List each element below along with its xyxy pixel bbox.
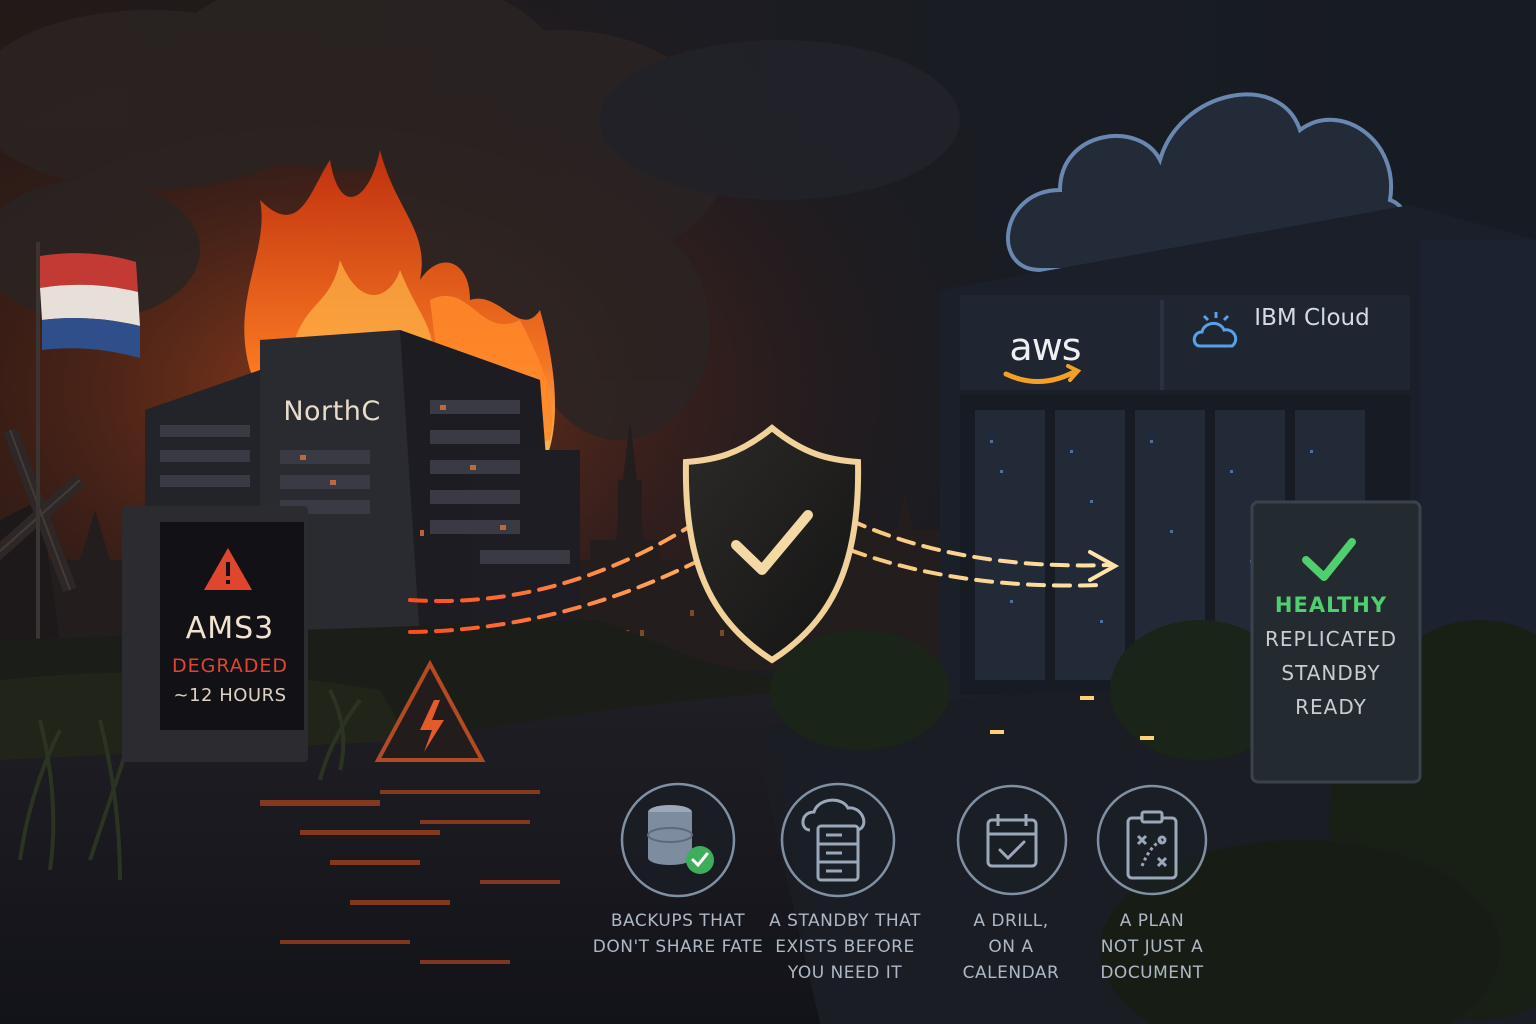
feature-line: EXISTS BEFORE (775, 937, 915, 957)
northc-building (145, 330, 580, 640)
feature-drill: A DRILL, ON A CALENDAR (921, 908, 1101, 986)
cloud-server-icon (801, 798, 866, 882)
feature-line: DOCUMENT (1100, 963, 1204, 983)
feature-line: A STANDBY THAT (769, 911, 921, 931)
ibm-cloud-logo-text: IBM Cloud (1254, 305, 1370, 331)
healthy-status-sign: HEALTHY REPLICATED STANDBY READY (1262, 593, 1400, 719)
feature-plan: A PLAN NOT JUST A DOCUMENT (1062, 908, 1242, 986)
feature-backups: BACKUPS THAT DON'T SHARE FATE (588, 908, 768, 960)
arrow-head (1088, 550, 1120, 582)
calendar-check-icon (986, 814, 1038, 868)
shield-check-icon (682, 424, 862, 664)
healthy-status-sign-frame (1250, 500, 1422, 784)
feature-line: A PLAN (1119, 911, 1185, 931)
feature-standby: A STANDBY THAT EXISTS BEFORE YOU NEED IT (755, 908, 935, 986)
data-trails (408, 518, 1112, 634)
feature-line: ON A (988, 937, 1034, 957)
aws-logo-text: aws (1009, 325, 1081, 369)
status-line: REPLICATED (1265, 627, 1397, 651)
feature-icon-rings (620, 782, 1208, 898)
netherlands-flag (36, 242, 140, 662)
feature-line: BACKUPS THAT (610, 911, 746, 931)
status-line: READY (1295, 695, 1367, 719)
ams3-status-sign: AMS3 DEGRADED ~12 HOURS (160, 523, 300, 706)
feature-line: YOU NEED IT (787, 963, 903, 983)
high-voltage-icon (374, 659, 486, 762)
windmill (0, 427, 85, 640)
ibm-cloud-icon (1192, 312, 1238, 348)
database-check-icon (647, 805, 714, 874)
healthy-status: HEALTHY (1274, 593, 1388, 617)
aws-smile-logo (1003, 369, 1077, 385)
clipboard-plan-icon (1126, 810, 1178, 880)
status-line: STANDBY (1281, 661, 1381, 685)
feature-line: DON'T SHARE FATE (592, 937, 764, 957)
canal-water (0, 690, 820, 1024)
northc-building-name: NorthC (283, 396, 381, 427)
check-icon (1302, 538, 1356, 581)
degraded-status: DEGRADED (171, 655, 289, 677)
region-label: AMS3 (185, 611, 275, 646)
outage-duration: ~12 HOURS (173, 685, 287, 706)
ams3-status-sign-frame (122, 506, 308, 762)
water-reflections (260, 790, 560, 964)
feature-line: CALENDAR (962, 963, 1060, 983)
feature-line: NOT JUST A (1100, 937, 1204, 957)
feature-line: A DRILL, (973, 911, 1049, 931)
